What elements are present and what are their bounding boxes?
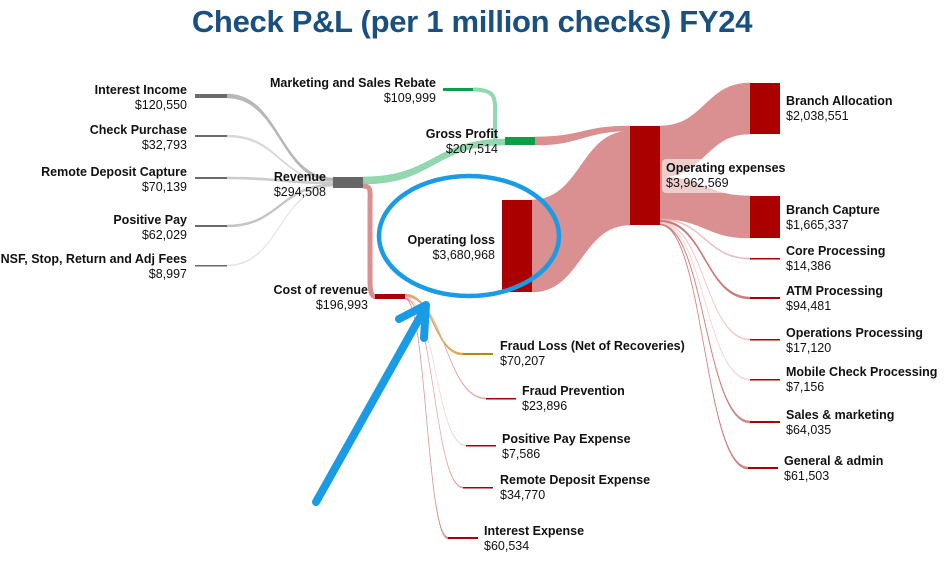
node-revenue [333,177,363,188]
sankey-nodes [195,83,780,539]
node-fraud_loss [463,353,493,355]
node-remote_deposit_expense [463,487,493,489]
node-operating_expenses [630,126,660,225]
node-value-sales_marketing: $64,035 [786,423,831,437]
node-marketing_rebate [443,88,473,91]
link-marketing_rebate-to-gross_profit [472,87,498,139]
node-value-positive_pay: $62,029 [142,228,187,242]
annotation-arrow-shaft [312,306,428,506]
node-label-remote_deposit_expense: Remote Deposit Expense [500,473,650,487]
node-label-operations_processing: Operations Processing [786,326,923,340]
node-value-branch_allocation: $2,038,551 [786,109,849,123]
annotations [312,173,562,506]
annotation-arrow-head [395,301,430,342]
node-value-fraud_loss: $70,207 [500,354,545,368]
node-label-mobile_check_processing: Mobile Check Processing [786,365,937,379]
node-value-remote_deposit_capture: $70,139 [142,180,187,194]
node-label-general_admin: General & admin [784,454,883,468]
node-value-atm_processing: $94,481 [786,299,831,313]
node-interest_income [195,94,227,98]
node-value-branch_capture: $1,665,337 [786,218,849,232]
node-value-nsf_fees: $8,997 [149,267,187,281]
node-value-check_purchase: $32,793 [142,138,187,152]
chart-title: Check P&L (per 1 million checks) FY24 [191,4,753,39]
node-value-operations_processing: $17,120 [786,341,831,355]
node-branch_allocation [750,83,780,134]
node-remote_deposit_capture [195,177,227,179]
node-label-revenue: Revenue [274,170,326,184]
node-label-cost_of_revenue: Cost of revenue [274,283,369,297]
node-value-interest_expense: $60,534 [484,539,529,553]
node-value-mobile_check_processing: $7,156 [786,380,824,394]
link-operating_expenses-to-mobile_check_processing [659,222,751,381]
node-positive_pay_expense [466,445,496,447]
node-operating_loss [502,200,532,292]
link-operating_expenses-to-sales_marketing [659,223,751,424]
node-core_processing [750,258,780,260]
node-value-remote_deposit_expense: $34,770 [500,488,545,502]
node-gross_profit [505,137,535,145]
node-value-general_admin: $61,503 [784,469,829,483]
highlight-ellipse [376,173,562,299]
node-label-interest_income: Interest Income [95,83,187,97]
node-value-revenue: $294,508 [274,185,326,199]
node-label-gross_profit: Gross Profit [426,127,499,141]
node-sales_marketing [750,421,780,423]
label-background [662,159,786,193]
node-label-remote_deposit_capture: Remote Deposit Capture [41,165,187,179]
node-label-positive_pay: Positive Pay [113,213,187,227]
node-label-operating_expenses: Operating expenses [666,161,786,175]
node-label-marketing_rebate: Marketing and Sales Rebate [270,76,436,90]
node-label-branch_allocation: Branch Allocation [786,94,893,108]
node-cost_of_revenue [375,294,405,299]
node-label-core_processing: Core Processing [786,244,885,258]
node-value-cost_of_revenue: $196,993 [316,298,368,312]
node-branch_capture [750,196,780,238]
node-mobile_check_processing [750,379,780,381]
node-label-interest_expense: Interest Expense [484,524,584,538]
node-positive_pay [195,225,227,227]
node-value-marketing_rebate: $109,999 [384,91,436,105]
node-value-operating_loss: $3,680,968 [432,248,495,262]
node-value-gross_profit: $207,514 [446,142,498,156]
node-fraud_prevention [486,398,516,400]
node-value-fraud_prevention: $23,896 [522,399,567,413]
node-operations_processing [750,339,780,341]
node-check_purchase [195,135,227,137]
node-general_admin [748,467,778,469]
node-interest_expense [448,537,478,539]
node-label-operating_loss: Operating loss [407,233,495,247]
node-value-positive_pay_expense: $7,586 [502,447,540,461]
node-label-atm_processing: ATM Processing [786,284,883,298]
node-value-interest_income: $120,550 [135,98,187,112]
link-cost_of_revenue-to-positive_pay_expense [404,296,467,447]
node-atm_processing [750,297,780,299]
node-nsf_fees [195,265,227,267]
node-label-check_purchase: Check Purchase [90,123,187,137]
link-revenue-to-cost_of_revenue [362,183,376,299]
node-label-positive_pay_expense: Positive Pay Expense [502,432,631,446]
node-label-fraud_loss: Fraud Loss (Net of Recoveries) [500,339,685,353]
node-label-sales_marketing: Sales & marketing [786,408,894,422]
node-label-fraud_prevention: Fraud Prevention [522,384,625,398]
node-label-branch_capture: Branch Capture [786,203,880,217]
node-value-core_processing: $14,386 [786,259,831,273]
node-value-operating_expenses: $3,962,569 [666,176,729,190]
node-label-nsf_fees: NSF, Stop, Return and Adj Fees [1,252,187,266]
